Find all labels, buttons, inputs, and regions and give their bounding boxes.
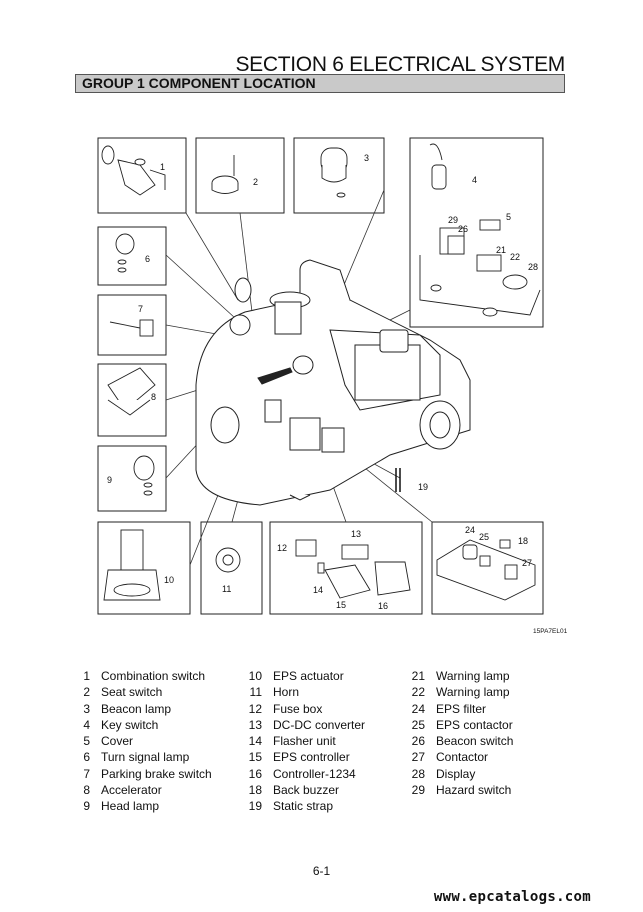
callout-29: 29 bbox=[448, 215, 458, 225]
callout-10: 10 bbox=[164, 575, 174, 585]
group-title-bar: GROUP 1 COMPONENT LOCATION bbox=[75, 74, 565, 93]
component-location-diagram: 1 2 3 4 6 7 8 9 10 11 12 13 14 15 16 18 … bbox=[97, 137, 544, 615]
vehicle-illustration bbox=[195, 259, 471, 506]
callout-7: 7 bbox=[138, 304, 143, 314]
callout-22: 22 bbox=[510, 252, 520, 262]
callout-25: 25 bbox=[479, 532, 489, 542]
callout-9: 9 bbox=[107, 475, 112, 485]
callout-16: 16 bbox=[378, 601, 388, 611]
figure-id: 15PA7EL01 bbox=[533, 628, 568, 635]
watermark-url: www.epcatalogs.com bbox=[433, 889, 591, 905]
page-number: 6-1 bbox=[312, 864, 331, 878]
callout-28: 28 bbox=[528, 262, 538, 272]
detail-box-parking-brake bbox=[97, 294, 167, 356]
callout-26: 26 bbox=[458, 224, 468, 234]
detail-box-eps-actuator bbox=[97, 521, 191, 615]
callout-12: 12 bbox=[277, 543, 287, 553]
callout-14: 14 bbox=[313, 585, 323, 595]
callout-27: 27 bbox=[522, 558, 532, 568]
detail-box-head-lamp bbox=[97, 445, 167, 512]
callout-1: 1 bbox=[160, 162, 165, 172]
callout-15: 15 bbox=[336, 600, 346, 610]
callout-11: 11 bbox=[222, 584, 231, 594]
callout-18: 18 bbox=[518, 536, 528, 546]
detail-box-horn bbox=[200, 521, 263, 615]
detail-box-turn-signal bbox=[97, 226, 167, 286]
detail-box-contactor-plate bbox=[431, 521, 544, 615]
detail-box-beacon-lamp bbox=[293, 137, 385, 214]
detail-box-dashboard bbox=[409, 137, 544, 328]
section-title: SECTION 6 ELECTRICAL SYSTEM bbox=[235, 53, 565, 76]
callout-4: 4 bbox=[472, 175, 477, 185]
callout-5: 5 bbox=[506, 212, 511, 222]
detail-box-seat-switch bbox=[195, 137, 285, 214]
static-strap-illustration bbox=[395, 468, 401, 492]
callout-8: 8 bbox=[151, 392, 156, 402]
callout-19: 19 bbox=[418, 482, 428, 492]
callout-24: 24 bbox=[465, 525, 475, 535]
callout-3: 3 bbox=[364, 153, 369, 163]
callout-13: 13 bbox=[351, 529, 361, 539]
callout-2: 2 bbox=[253, 177, 258, 187]
detail-box-combination-switch bbox=[97, 137, 187, 214]
callout-6: 6 bbox=[145, 254, 150, 264]
callout-21: 21 bbox=[496, 245, 506, 255]
